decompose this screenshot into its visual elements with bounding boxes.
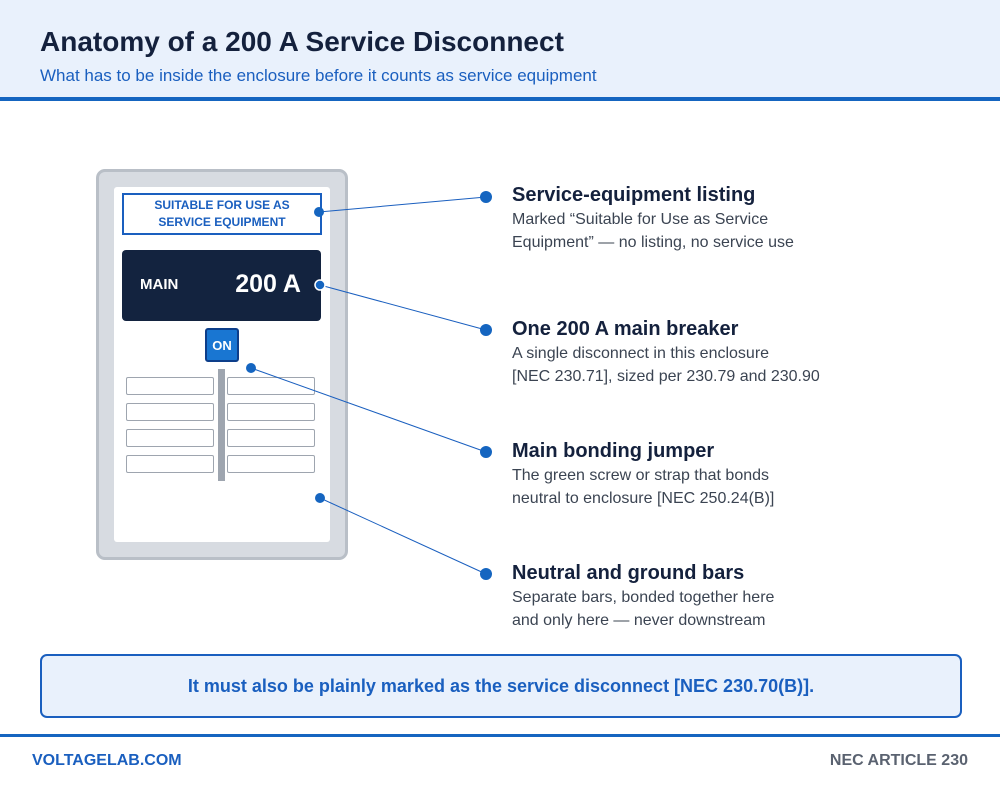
page-subtitle: What has to be inside the enclosure befo…: [40, 66, 597, 85]
footer-article: NEC ARTICLE 230: [829, 752, 968, 769]
label-line-1: SUITABLE FOR USE AS: [154, 198, 290, 212]
callout-dot: [480, 446, 492, 458]
main-breaker: MAIN 200 A: [122, 250, 321, 321]
branch-slot: [126, 455, 214, 473]
branch-slot: [126, 377, 214, 395]
on-indicator: ON: [205, 328, 239, 362]
callout-line: Marked “Suitable for Use as Service: [512, 211, 769, 228]
callout-dot: [480, 568, 492, 580]
leader-bonding-jumper: [246, 363, 492, 458]
callout-description: The green screw or strap that bonds neut…: [512, 464, 842, 510]
callout-description: Marked “Suitable for Use as Service Equi…: [512, 208, 842, 254]
callout-line: Separate bars, bonded together here: [512, 589, 775, 606]
callout-title: Main bonding jumper: [512, 440, 715, 462]
main-breaker-rating: 200 A: [235, 270, 301, 298]
header: Anatomy of a 200 A Service Disconnect Wh…: [0, 0, 1000, 101]
leader-neutral-ground: [315, 493, 492, 580]
callout-title: Neutral and ground bars: [512, 562, 745, 584]
branch-slot: [227, 377, 315, 395]
leader-listing: [314, 191, 492, 217]
label-line-2: SERVICE EQUIPMENT: [158, 215, 286, 229]
callout-dot: [480, 324, 492, 336]
callout-line: and only here — never downstream: [512, 612, 766, 629]
callout-main-breaker: One 200 A main breaker A single disconne…: [512, 317, 932, 388]
callout-neutral-ground: Neutral and ground bars Separate bars, b…: [512, 561, 932, 632]
anchor-dot: [314, 279, 326, 291]
callout-dot: [480, 191, 492, 203]
callout-description: A single disconnect in this enclosure [N…: [512, 342, 842, 388]
branch-slot: [227, 429, 315, 447]
callout-description: Separate bars, bonded together here and …: [512, 586, 842, 632]
anchor-dot: [315, 493, 325, 503]
branch-slot: [227, 403, 315, 421]
page-title: Anatomy of a 200 A Service Disconnect: [40, 26, 564, 57]
marking-banner: It must also be plainly marked as the se…: [40, 654, 962, 718]
anchor-dot: [314, 207, 324, 217]
callout-title: Service-equipment listing: [512, 184, 756, 206]
branch-slot: [126, 429, 214, 447]
footer-divider: [0, 734, 1000, 737]
callout-listing: Service-equipment listing Marked “Suitab…: [512, 183, 932, 254]
callout-line: neutral to enclosure [NEC 250.24(B)]: [512, 490, 775, 507]
branch-slot: [126, 403, 214, 421]
callout-line: Equipment” — no listing, no service use: [512, 234, 794, 251]
main-breaker-label: MAIN: [140, 276, 179, 293]
callout-line: The green screw or strap that bonds: [512, 467, 770, 484]
leader-main-breaker: [314, 279, 492, 336]
anchor-dot: [246, 363, 256, 373]
callout-line: A single disconnect in this enclosure: [512, 345, 770, 362]
footer-site: VOLTAGELAB.COM: [32, 752, 182, 769]
panel-deadfront: [114, 187, 330, 542]
service-equipment-label: SUITABLE FOR USE AS SERVICE EQUIPMENT: [122, 193, 322, 235]
callout-line: [NEC 230.71], sized per 230.79 and 230.9…: [512, 368, 820, 385]
callout-bonding-jumper: Main bonding jumper The green screw or s…: [512, 439, 932, 510]
callout-title: One 200 A main breaker: [512, 318, 739, 340]
branch-slot: [227, 455, 315, 473]
busbar: [218, 369, 225, 481]
